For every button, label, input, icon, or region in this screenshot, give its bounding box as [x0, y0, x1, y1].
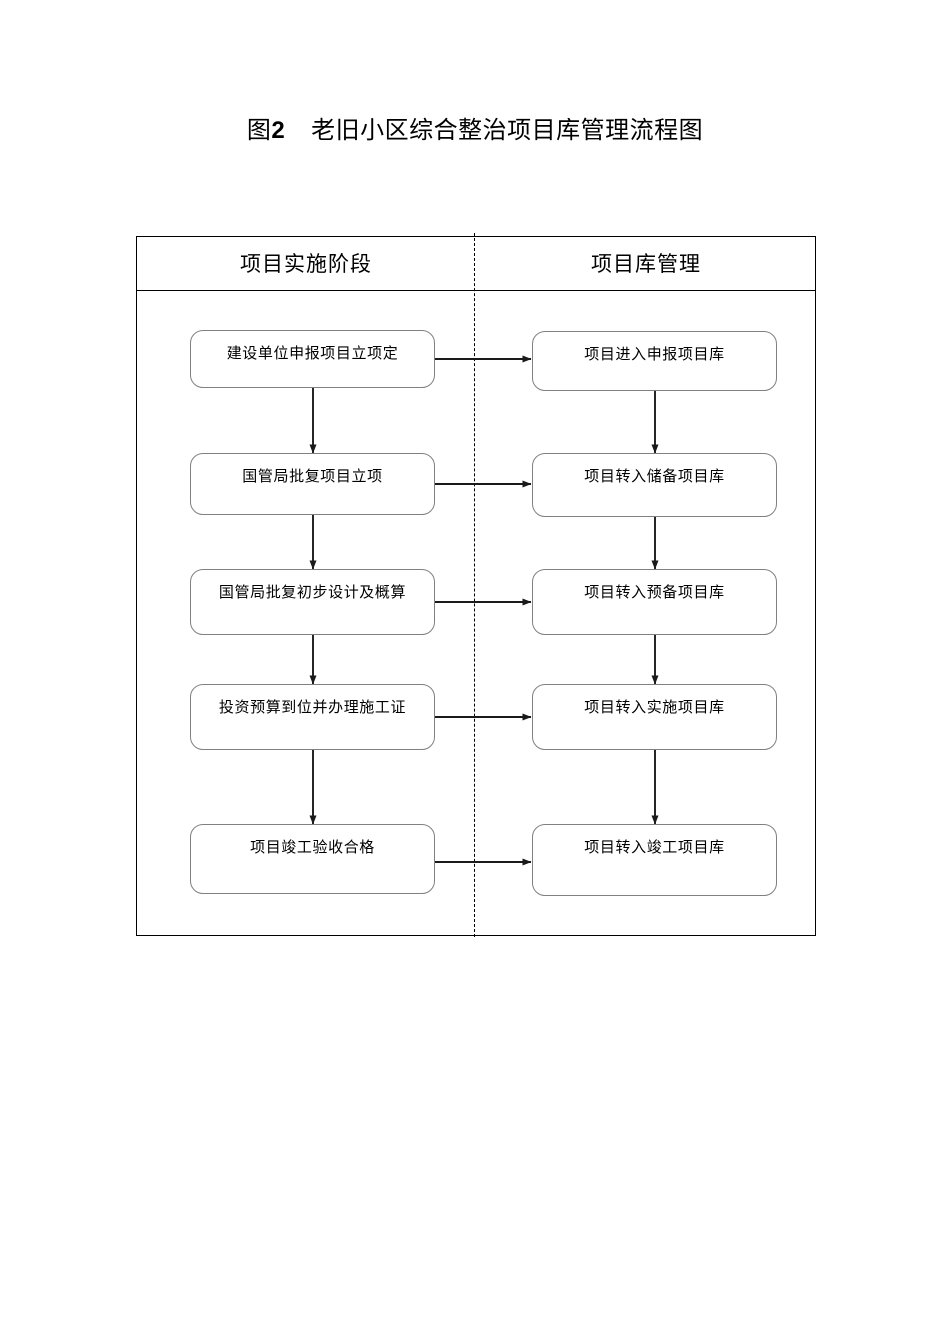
flow-node-label: 项目竣工验收合格: [250, 840, 375, 856]
flow-node-label: 项目转入储备项目库: [584, 469, 725, 485]
flow-node-right-3[interactable]: 项目转入预备项目库: [532, 569, 777, 635]
flow-node-label: 国管局批复项目立项: [242, 469, 383, 485]
flow-node-label: 国管局批复初步设计及概算: [218, 585, 407, 601]
flow-node-label: 建设单位申报项目立项定: [226, 346, 399, 362]
flowchart-frame: 项目实施阶段 项目库管理: [136, 233, 816, 937]
flow-node-label: 投资预算到位并办理施工证: [218, 700, 407, 716]
flow-node-label: 项目转入竣工项目库: [584, 840, 725, 856]
flow-node-left-5[interactable]: 项目竣工验收合格: [190, 824, 435, 894]
swimlane-divider-dashed: [474, 233, 475, 937]
figure-number: 2: [271, 117, 286, 144]
page-title: 图2 老旧小区综合整治项目库管理流程图: [0, 114, 950, 148]
flow-node-left-4[interactable]: 投资预算到位并办理施工证: [190, 684, 435, 750]
swimlane-header-implementation: 项目实施阶段: [240, 252, 372, 276]
flow-node-right-2[interactable]: 项目转入储备项目库: [532, 453, 777, 517]
flow-node-label: 项目转入实施项目库: [584, 700, 725, 716]
flow-node-left-1[interactable]: 建设单位申报项目立项定: [190, 330, 435, 388]
flow-node-right-1[interactable]: 项目进入申报项目库: [532, 331, 777, 391]
flow-node-right-4[interactable]: 项目转入实施项目库: [532, 684, 777, 750]
swimlane-header-project-library: 项目库管理: [591, 252, 701, 276]
flow-node-label: 项目转入预备项目库: [584, 585, 725, 601]
figure-word: 图: [246, 118, 272, 144]
swimlane-header-row: 项目实施阶段 项目库管理: [137, 237, 815, 291]
flow-node-left-3[interactable]: 国管局批复初步设计及概算: [190, 569, 435, 635]
flow-node-left-2[interactable]: 国管局批复项目立项: [190, 453, 435, 515]
flow-node-right-5[interactable]: 项目转入竣工项目库: [532, 824, 777, 896]
figure-caption-text: 老旧小区综合整治项目库管理流程图: [311, 118, 704, 144]
flow-node-label: 项目进入申报项目库: [584, 347, 725, 363]
